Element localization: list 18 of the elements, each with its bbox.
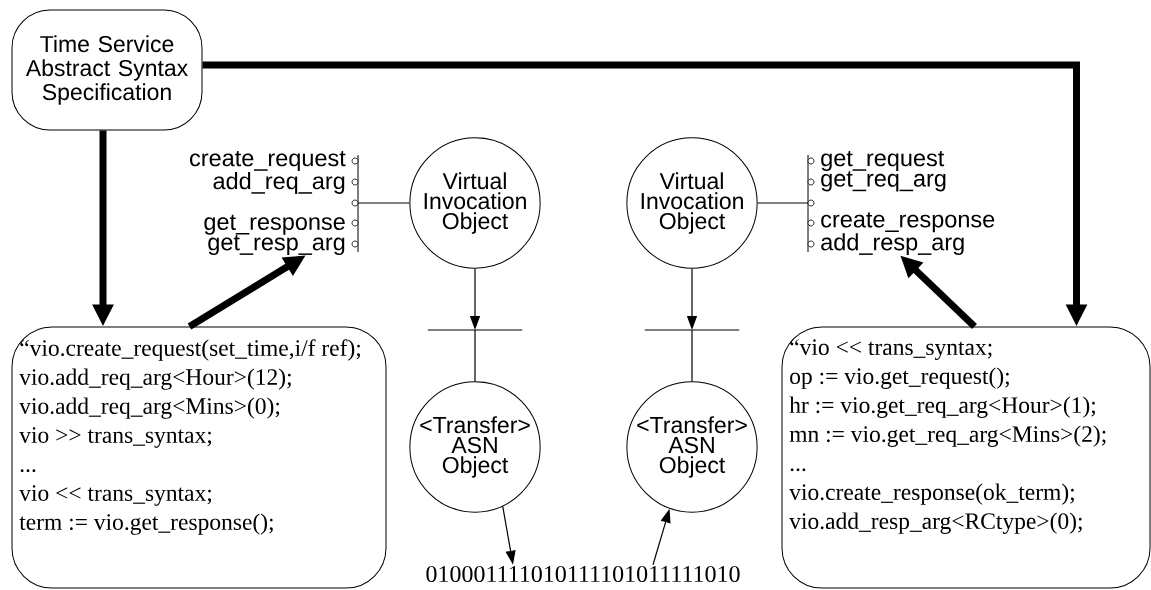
- connector-line: [691, 329, 693, 382]
- node-label: create_response: [821, 212, 995, 233]
- code-box: “vio << trans_syntax; op := vio.get_request(); hr := vio.get_req_arg<Hour>(1); mn := vio.get_req_arg<Mins>(2); ... vio.create_response(ok_term); vio.add_resp_arg<RCtype>(0);: [781, 326, 1151, 589]
- interface-list: get_request get_req_arg create_response add_resp_arg: [807, 150, 995, 256]
- node-label: get_request: [821, 150, 945, 171]
- bit-string: 010001111010111101011111010: [426, 565, 740, 583]
- node-label: add_resp_arg: [821, 233, 964, 256]
- connector-line: [757, 202, 809, 204]
- interface-list: create_request add_req_arg get_response get_resp_arg: [190, 150, 359, 256]
- node-label: add_req_arg: [213, 172, 345, 194]
- code-box: “vio.create_request(set_time,i/f ref); vio.add_req_arg<Hour>(12); vio.add_req_arg<Mins>(0); vio >> trans_syntax; ... vio << trans_syntax; term := vio.get_response();: [11, 326, 387, 589]
- node-label: get_resp_arg: [208, 235, 345, 256]
- spec-box: Time Service Abstract Syntax Specification: [11, 9, 203, 131]
- connector-line: [474, 329, 476, 382]
- connector-line: [357, 202, 410, 204]
- node-label: get_req_arg: [821, 171, 946, 192]
- node-label: get_response: [204, 214, 345, 235]
- node-label: create_request: [190, 150, 346, 171]
